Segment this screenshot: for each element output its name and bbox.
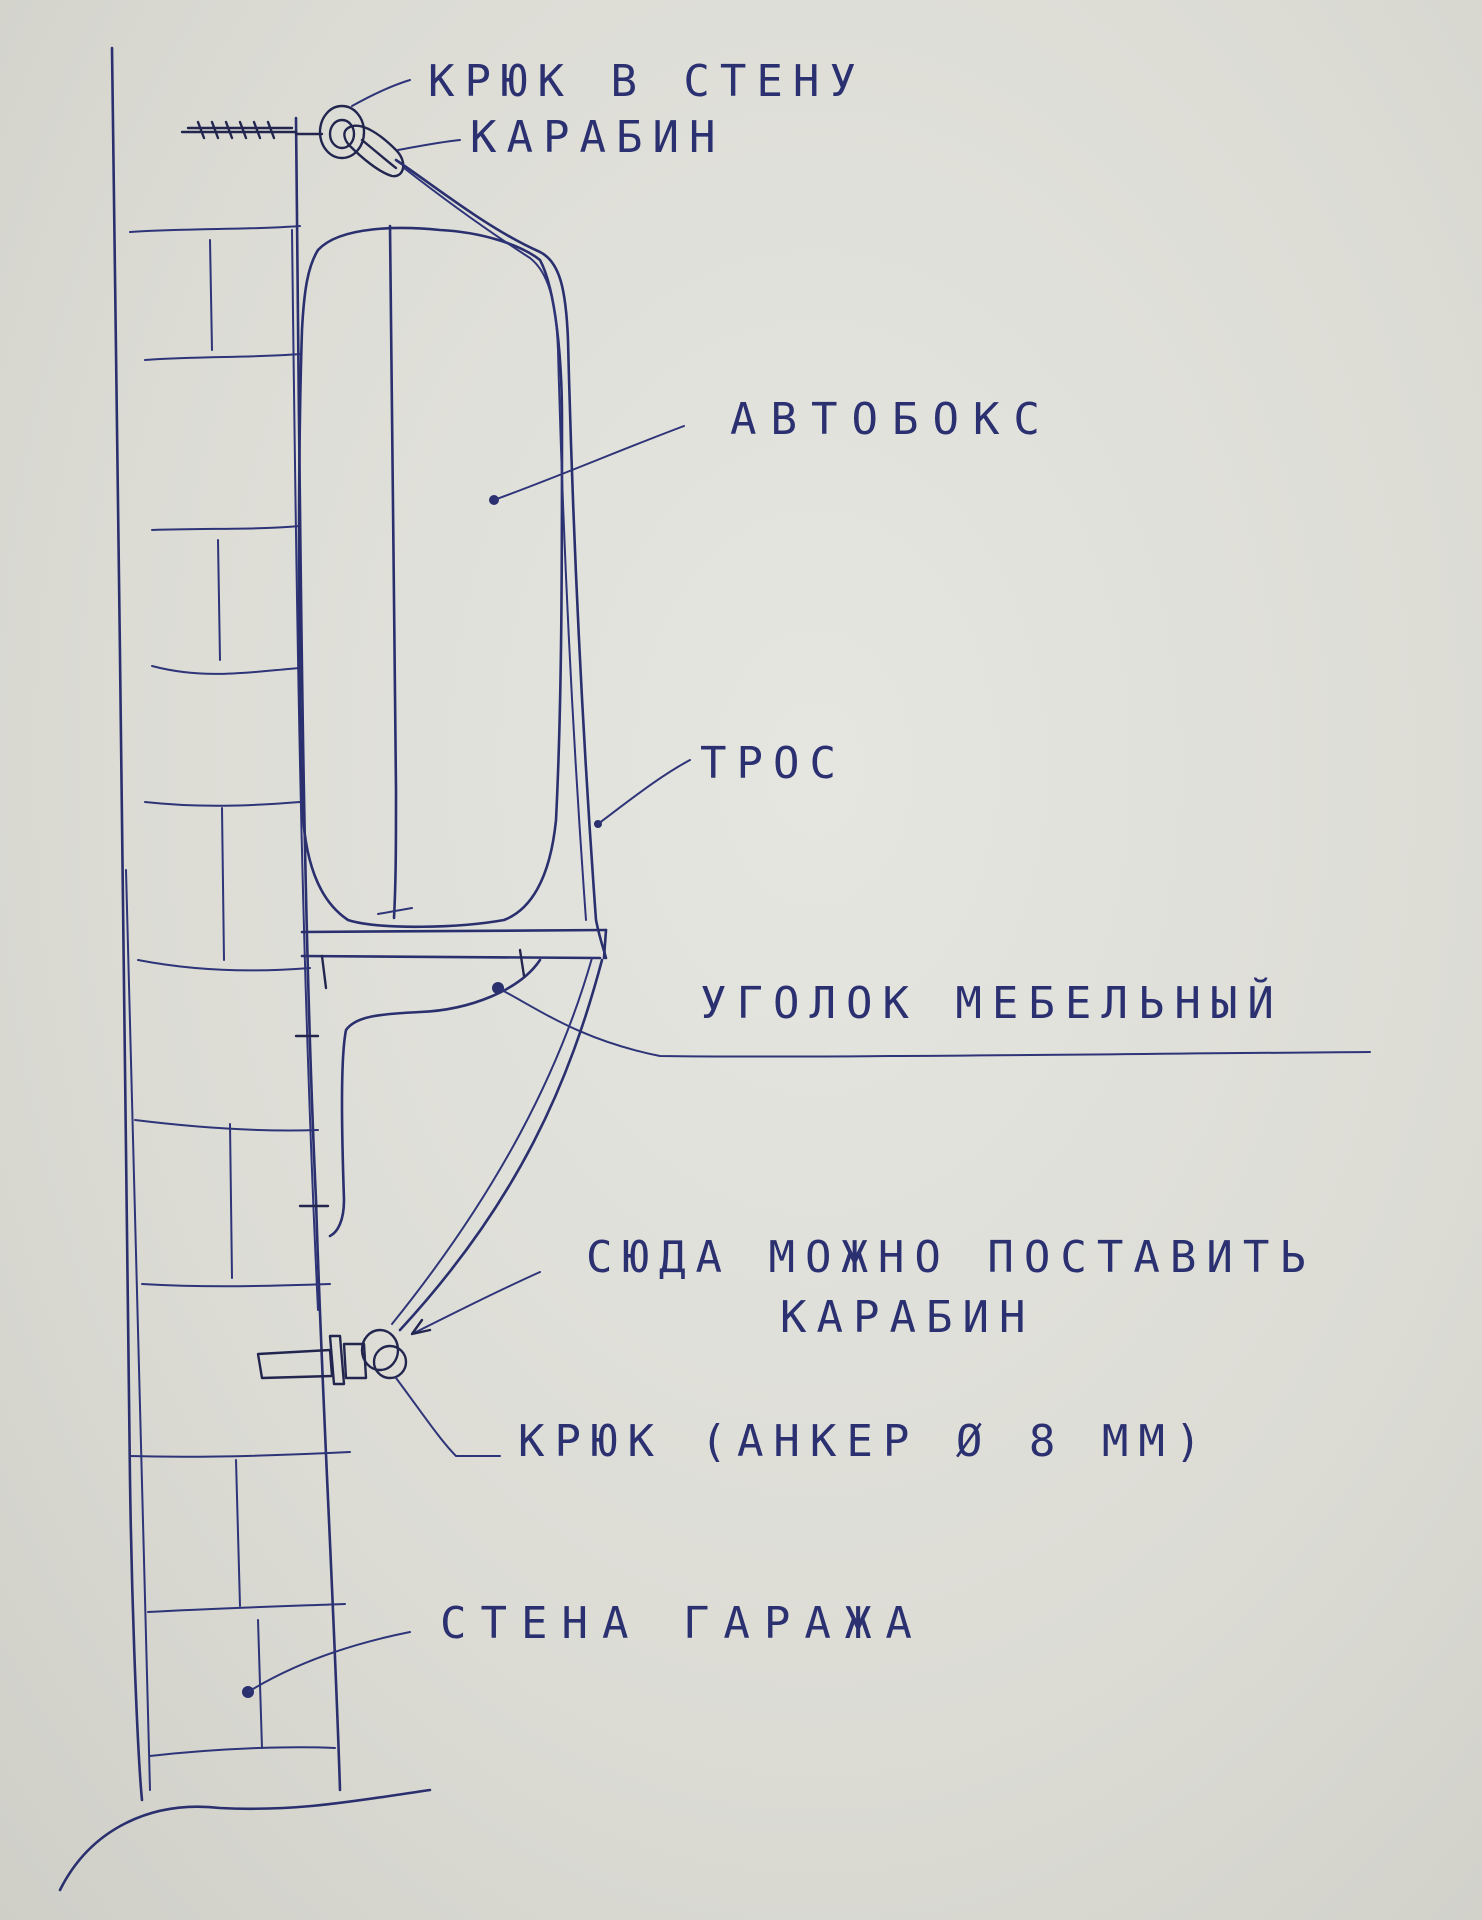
cable-lower xyxy=(398,958,604,1332)
brick-row xyxy=(144,353,301,361)
label-hook-in-wall: КРЮК В СТЕНУ xyxy=(428,56,866,107)
anchor-nut xyxy=(342,1342,368,1380)
furniture-bracket xyxy=(294,928,1371,1238)
bracket-brace xyxy=(328,958,542,1238)
wall-vertical-left xyxy=(125,869,151,1791)
label-furniture-bracket: УГОЛОК МЕБЕЛЬНЫЙ xyxy=(700,976,1284,1029)
hook-screw xyxy=(180,120,298,140)
brick-row xyxy=(144,801,301,807)
top-carabiner xyxy=(343,79,461,178)
anchor-ring xyxy=(372,1344,408,1380)
brick-joint xyxy=(209,239,213,351)
brick-row xyxy=(134,1119,319,1132)
carabiner-gate xyxy=(360,138,398,170)
brick-joint xyxy=(217,539,221,661)
bracket-leader-line xyxy=(497,987,1371,1058)
brick-joint xyxy=(221,807,225,961)
bracket-screw xyxy=(320,954,328,990)
label-cable: ТРОС xyxy=(700,738,846,789)
cable-upper xyxy=(394,158,608,960)
label-carabiner-top: КАРАБИН xyxy=(470,112,725,163)
label-roof-box: АВТОБОКС xyxy=(730,394,1054,445)
brick-row xyxy=(151,665,301,675)
anchor-hook xyxy=(256,1271,541,1457)
hook-eye xyxy=(318,104,366,160)
brick-row xyxy=(149,1746,336,1757)
brick-row xyxy=(137,959,311,972)
brick-row xyxy=(147,1603,346,1613)
brick-row xyxy=(129,225,301,233)
label-carabiner-note-line2: КАРАБИН xyxy=(780,1292,1035,1343)
cable-leader-line xyxy=(597,759,691,825)
top-wall-hook xyxy=(180,104,366,160)
label-anchor-hook: КРЮК (АНКЕР Ø 8 ММ) xyxy=(518,1416,1211,1467)
label-garage-wall: СТЕНА ГАРАЖА xyxy=(440,1598,926,1649)
carabiner-note-leader xyxy=(411,1271,541,1335)
cable xyxy=(391,158,691,1332)
roof-box-outline xyxy=(297,226,564,929)
wall-leader-line xyxy=(247,1631,411,1693)
hook-eye-inner xyxy=(328,118,356,150)
bracket-shelf-bottom xyxy=(300,954,602,960)
bracket-screw xyxy=(518,948,526,978)
cable-upper-second xyxy=(403,167,587,921)
garage-wall xyxy=(58,46,432,1892)
ground-line xyxy=(58,1788,432,1892)
brick-row xyxy=(151,525,301,531)
brick-row xyxy=(141,1283,331,1288)
wall-inner-line xyxy=(294,116,342,1792)
arrow-head xyxy=(410,1318,432,1336)
brick-joint xyxy=(235,1459,241,1607)
cable-lower-second xyxy=(391,957,593,1325)
roof-box-seam-foot xyxy=(377,907,413,915)
brick-row xyxy=(129,1451,351,1458)
brick-joint xyxy=(229,1123,233,1279)
wall-outer-line xyxy=(110,46,144,1802)
roof-box-lid-seam xyxy=(388,224,398,920)
roof-box-leader-line xyxy=(493,425,685,501)
bracket-shelf-top xyxy=(300,928,608,934)
anchor-body xyxy=(256,1348,334,1380)
labels: КРЮК В СТЕНУ КАРАБИН АВТОБОКС ТРОС УГОЛО… xyxy=(428,56,1316,1649)
anchor-leader-line xyxy=(395,1377,501,1457)
roof-box xyxy=(297,224,685,929)
label-carabiner-note-line1: СЮДА МОЖНО ПОСТАВИТЬ xyxy=(586,1232,1316,1283)
hook-leader xyxy=(351,79,411,107)
carabiner-leader xyxy=(397,139,461,151)
anchor-washer xyxy=(328,1334,346,1386)
anchor-eye xyxy=(360,1328,400,1372)
carabiner-body xyxy=(343,124,405,178)
